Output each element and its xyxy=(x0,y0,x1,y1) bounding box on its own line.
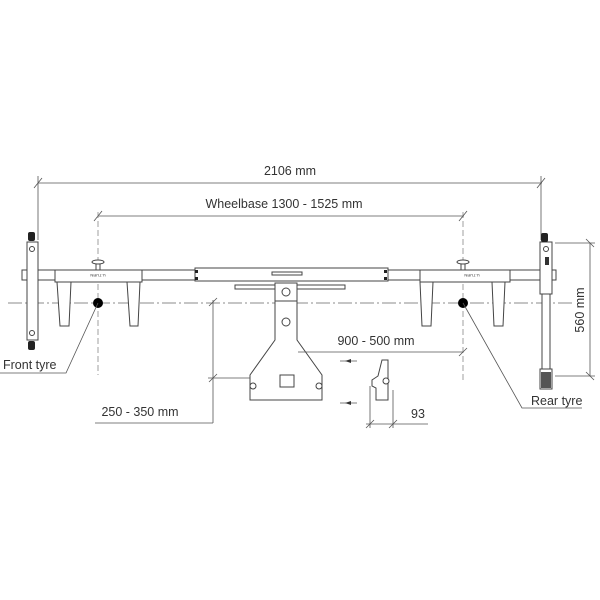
front-tyre-callout: Front tyre xyxy=(0,302,99,374)
arm-range-label: 250 - 350 mm xyxy=(101,405,178,419)
rear-knob-icon[interactable] xyxy=(456,259,470,271)
rear-clamp-marking: U-TURN xyxy=(464,273,479,278)
front-knob-icon[interactable] xyxy=(91,259,105,271)
front-tyre-label: Front tyre xyxy=(3,358,57,372)
offset-range-label: 900 - 500 mm xyxy=(337,334,414,348)
rear-vertical-bar xyxy=(539,233,557,390)
overall-width-label: 2106 mm xyxy=(264,164,316,178)
arm-range-dimension: 250 - 350 mm xyxy=(95,297,250,424)
rear-clamp: U-TURN xyxy=(419,259,511,327)
front-clamp: U-TURN xyxy=(54,259,143,327)
front-vertical-bar xyxy=(21,232,39,350)
offset-range-dimension: 900 - 500 mm xyxy=(298,334,468,357)
height-label: 560 mm xyxy=(573,287,587,332)
overall-width-dimension: 2106 mm xyxy=(33,164,546,240)
profile-detail: 93 xyxy=(340,359,428,429)
profile-width-label: 93 xyxy=(411,407,425,421)
height-dimension: 560 mm xyxy=(555,238,595,381)
front-clamp-marking: U-TURN xyxy=(90,273,105,278)
wheelbase-label: Wheelbase 1300 - 1525 mm xyxy=(205,197,362,211)
rear-tyre-label: Rear tyre xyxy=(531,394,582,408)
rear-tyre-callout: Rear tyre xyxy=(462,302,582,409)
center-arm xyxy=(249,282,323,401)
wheelbase-dimension: Wheelbase 1300 - 1525 mm xyxy=(93,197,468,222)
